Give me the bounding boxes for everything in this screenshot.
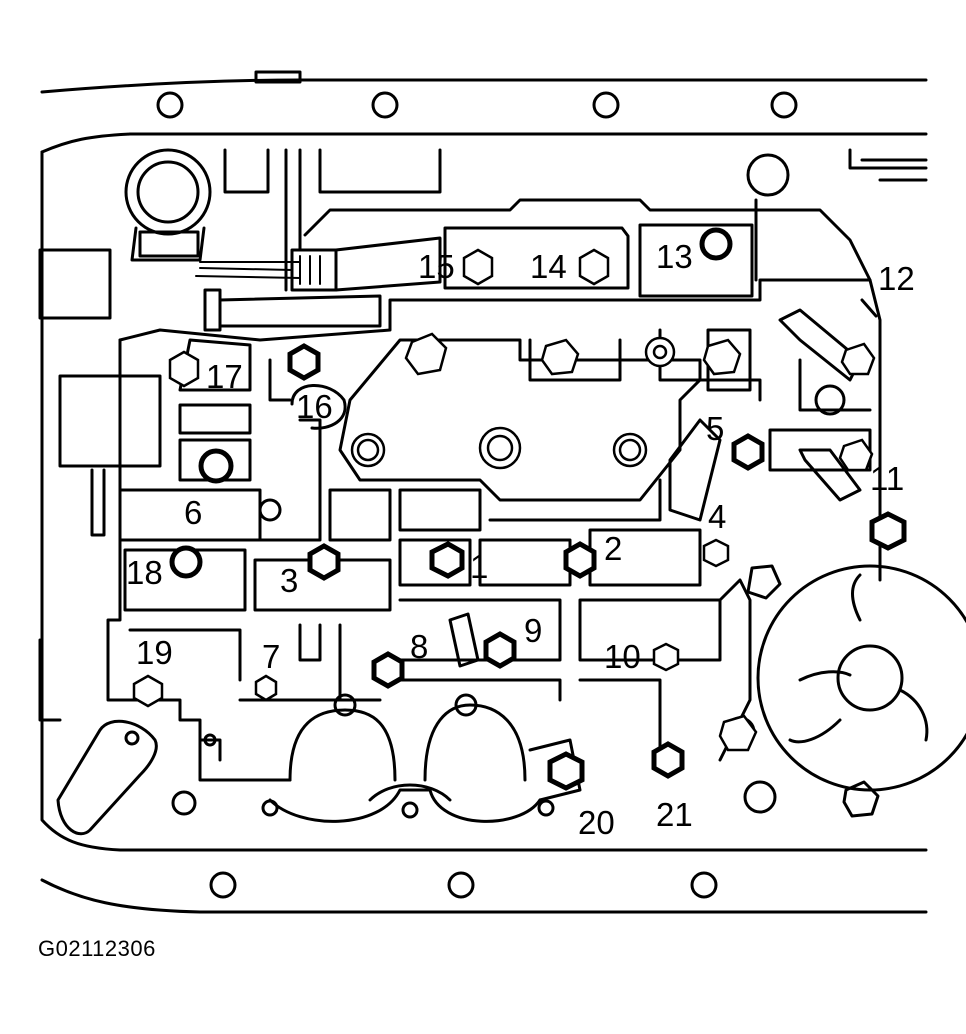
callout-21: 21 [656, 796, 693, 833]
gasket-outline [40, 70, 928, 914]
bolt-11 [869, 511, 907, 551]
callout-12: 12 [878, 260, 915, 297]
callout-3: 3 [280, 562, 298, 599]
bolt-20 [547, 751, 585, 791]
bolt-8 [371, 651, 405, 689]
callout-11: 11 [870, 460, 904, 497]
bolt-18 [169, 545, 203, 579]
callout-7: 7 [262, 638, 280, 675]
callout-15: 15 [418, 248, 455, 285]
bolt-10 [652, 642, 680, 672]
bolt-13 [699, 227, 733, 261]
callout-19: 19 [136, 634, 173, 671]
bolt-17 [168, 350, 200, 388]
bolt-4 [702, 538, 730, 568]
left-side-components [38, 248, 162, 836]
callout-2: 2 [604, 530, 622, 567]
figure-id: G02112306 [38, 936, 156, 961]
callout-10: 10 [604, 638, 641, 675]
valve-body-outline [106, 148, 928, 782]
callout-4: 4 [708, 498, 726, 535]
bolt-7 [254, 674, 278, 702]
callout-5: 5 [706, 410, 724, 447]
callout-9: 9 [524, 612, 542, 649]
bolt-1 [429, 541, 465, 579]
bolt-5 [731, 433, 765, 471]
callout-17: 17 [206, 358, 243, 395]
callout-18: 18 [126, 554, 163, 591]
callout-14: 14 [530, 248, 567, 285]
bolt-21 [651, 741, 685, 779]
callout-labels: 1 2 3 4 5 6 7 8 9 10 11 12 13 14 15 16 1… [126, 238, 915, 841]
callout-1: 1 [470, 548, 488, 585]
oil-pump-gear [724, 564, 966, 818]
callout-13: 13 [656, 238, 693, 275]
bolt-16 [287, 343, 321, 381]
bolt-15 [462, 248, 494, 286]
numbered-bolts [132, 227, 907, 791]
callout-6: 6 [184, 494, 202, 531]
bolt-14 [578, 248, 610, 286]
bolt-19 [132, 674, 164, 708]
bolt-6 [198, 448, 234, 484]
bolt-2 [563, 541, 597, 579]
unnumbered-bolts [258, 332, 876, 752]
callout-20: 20 [578, 804, 615, 841]
callout-8: 8 [410, 628, 428, 665]
bolt-3 [307, 543, 341, 581]
bolt-9 [483, 631, 517, 669]
solenoid-assembly [124, 148, 442, 332]
callout-16: 16 [296, 388, 333, 425]
